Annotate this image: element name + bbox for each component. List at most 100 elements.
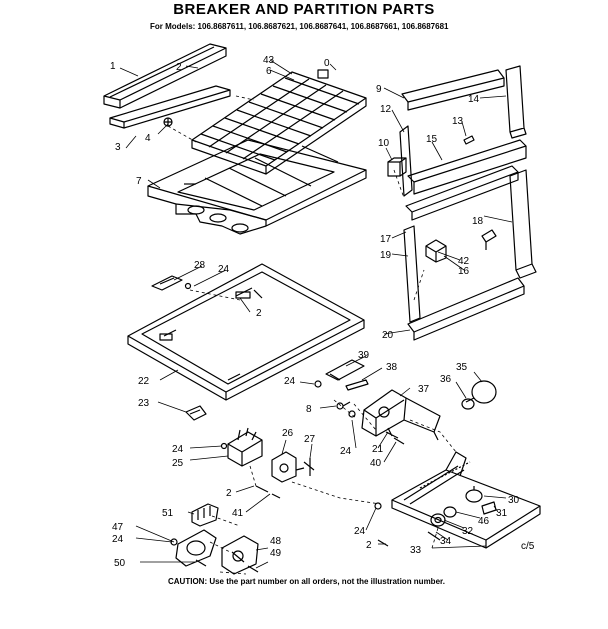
callout-34: 34 — [440, 536, 452, 547]
callout-24e: 24 — [354, 526, 366, 537]
callout-2b: 2 — [256, 308, 262, 319]
control-part-26 — [271, 451, 305, 483]
diagram-title: BREAKER AND PARTITION PARTS — [173, 1, 435, 18]
switch-part-25 — [227, 427, 263, 467]
screw-part-21 — [385, 427, 399, 439]
knob-part-31 — [481, 501, 497, 515]
screw-part-24e — [374, 502, 382, 510]
cover-part-47 — [175, 529, 217, 567]
screw-part-34 — [427, 531, 441, 541]
breaker-housing — [147, 139, 367, 235]
callout-3: 3 — [115, 142, 121, 153]
control-panel-33 — [391, 451, 541, 549]
clip-part-10 — [387, 157, 407, 177]
partition-strip-15 — [407, 139, 527, 195]
callout-20: 20 — [382, 330, 394, 341]
callout-26: 26 — [282, 428, 294, 439]
housing-part-48 — [221, 535, 259, 575]
breaker-strip-lower — [109, 85, 231, 129]
callout-23: 23 — [138, 398, 150, 409]
callout-7: 7 — [136, 176, 142, 187]
screw-part-24d — [220, 442, 228, 450]
callout-40: 40 — [370, 458, 382, 469]
screw-part-27 — [303, 458, 315, 476]
caution-note: CAUTION: Use the part number on all orde… — [168, 577, 445, 586]
screw-part-2d — [377, 539, 389, 547]
corner-code: c/5 — [521, 541, 535, 552]
callout-24b: 24 — [284, 376, 296, 387]
partition-tray — [127, 263, 365, 401]
partition-frame-upper — [401, 65, 527, 139]
callout-32: 32 — [462, 526, 474, 537]
callout-25: 25 — [172, 458, 184, 469]
callout-24a: 24 — [218, 264, 230, 275]
bracket-part-28 — [151, 275, 183, 291]
clip-part-13 — [463, 135, 475, 145]
callout-24c: 24 — [340, 446, 352, 457]
callout-2c: 2 — [226, 488, 232, 499]
callout-10: 10 — [378, 138, 390, 149]
callout-12: 12 — [380, 104, 392, 115]
callout-1: 1 — [110, 61, 116, 72]
screw-part-40 — [393, 437, 405, 445]
callout-36: 36 — [440, 374, 452, 385]
callout-24d: 24 — [172, 444, 184, 455]
callout-15: 15 — [426, 134, 438, 145]
screw-part-4 — [163, 117, 173, 127]
callout-46: 46 — [478, 516, 490, 527]
screw-part-41 — [271, 493, 281, 499]
callout-4: 4 — [145, 133, 151, 144]
screw-part-2c — [255, 485, 269, 493]
light-housing-37 — [361, 389, 441, 441]
callout-0: 0 — [324, 58, 330, 69]
callout-21: 21 — [372, 444, 384, 455]
light-shield-39 — [325, 359, 365, 381]
screw-part-24a — [184, 282, 192, 290]
callout-16: 16 — [458, 266, 470, 277]
callout-13: 13 — [452, 116, 464, 127]
callout-47: 47 — [112, 522, 124, 533]
callout-31: 31 — [496, 508, 508, 519]
callout-51: 51 — [162, 508, 174, 519]
callout-37: 37 — [418, 384, 430, 395]
callout-50: 50 — [114, 558, 126, 569]
callout-49: 49 — [270, 548, 282, 559]
callout-48: 48 — [270, 536, 282, 547]
knob-part-30 — [465, 486, 483, 503]
callout-41: 41 — [232, 508, 244, 519]
callout-2a: 2 — [176, 62, 182, 73]
callout-6: 6 — [266, 66, 272, 77]
clip-part-23 — [185, 405, 207, 421]
callout-33: 33 — [410, 545, 422, 556]
callout-27: 27 — [304, 434, 316, 445]
breaker-strip-top — [103, 43, 227, 109]
callout-22: 22 — [138, 376, 150, 387]
callout-19: 19 — [380, 250, 392, 261]
callout-30: 30 — [508, 495, 520, 506]
grille-shelf — [191, 69, 367, 175]
callout-24f: 24 — [112, 534, 124, 545]
callout-42: 42 — [458, 256, 470, 267]
clip-part-38 — [345, 379, 369, 391]
bracket-part-42-16 — [425, 229, 497, 263]
screw-part-49 — [247, 565, 259, 573]
model-list: For Models: 106.8687611, 106.8687621, 10… — [150, 22, 449, 31]
knob-part-46 — [443, 506, 457, 518]
screw-part-50 — [195, 559, 207, 567]
screw-part-24b — [314, 380, 322, 388]
callout-17: 17 — [380, 234, 392, 245]
callout-28: 28 — [194, 260, 206, 271]
callout-2d: 2 — [366, 540, 372, 551]
callout-14: 14 — [468, 94, 480, 105]
callout-35: 35 — [456, 362, 468, 373]
screw-part-24c — [348, 410, 356, 418]
callout-43: 43 — [263, 55, 275, 66]
callout-38: 38 — [386, 362, 398, 373]
connector-part-51 — [191, 503, 219, 527]
callout-18: 18 — [472, 216, 484, 227]
callout-8: 8 — [306, 404, 312, 415]
callout-9: 9 — [376, 84, 382, 95]
partition-frame-lower — [403, 165, 537, 341]
light-bulb-35 — [461, 380, 497, 410]
